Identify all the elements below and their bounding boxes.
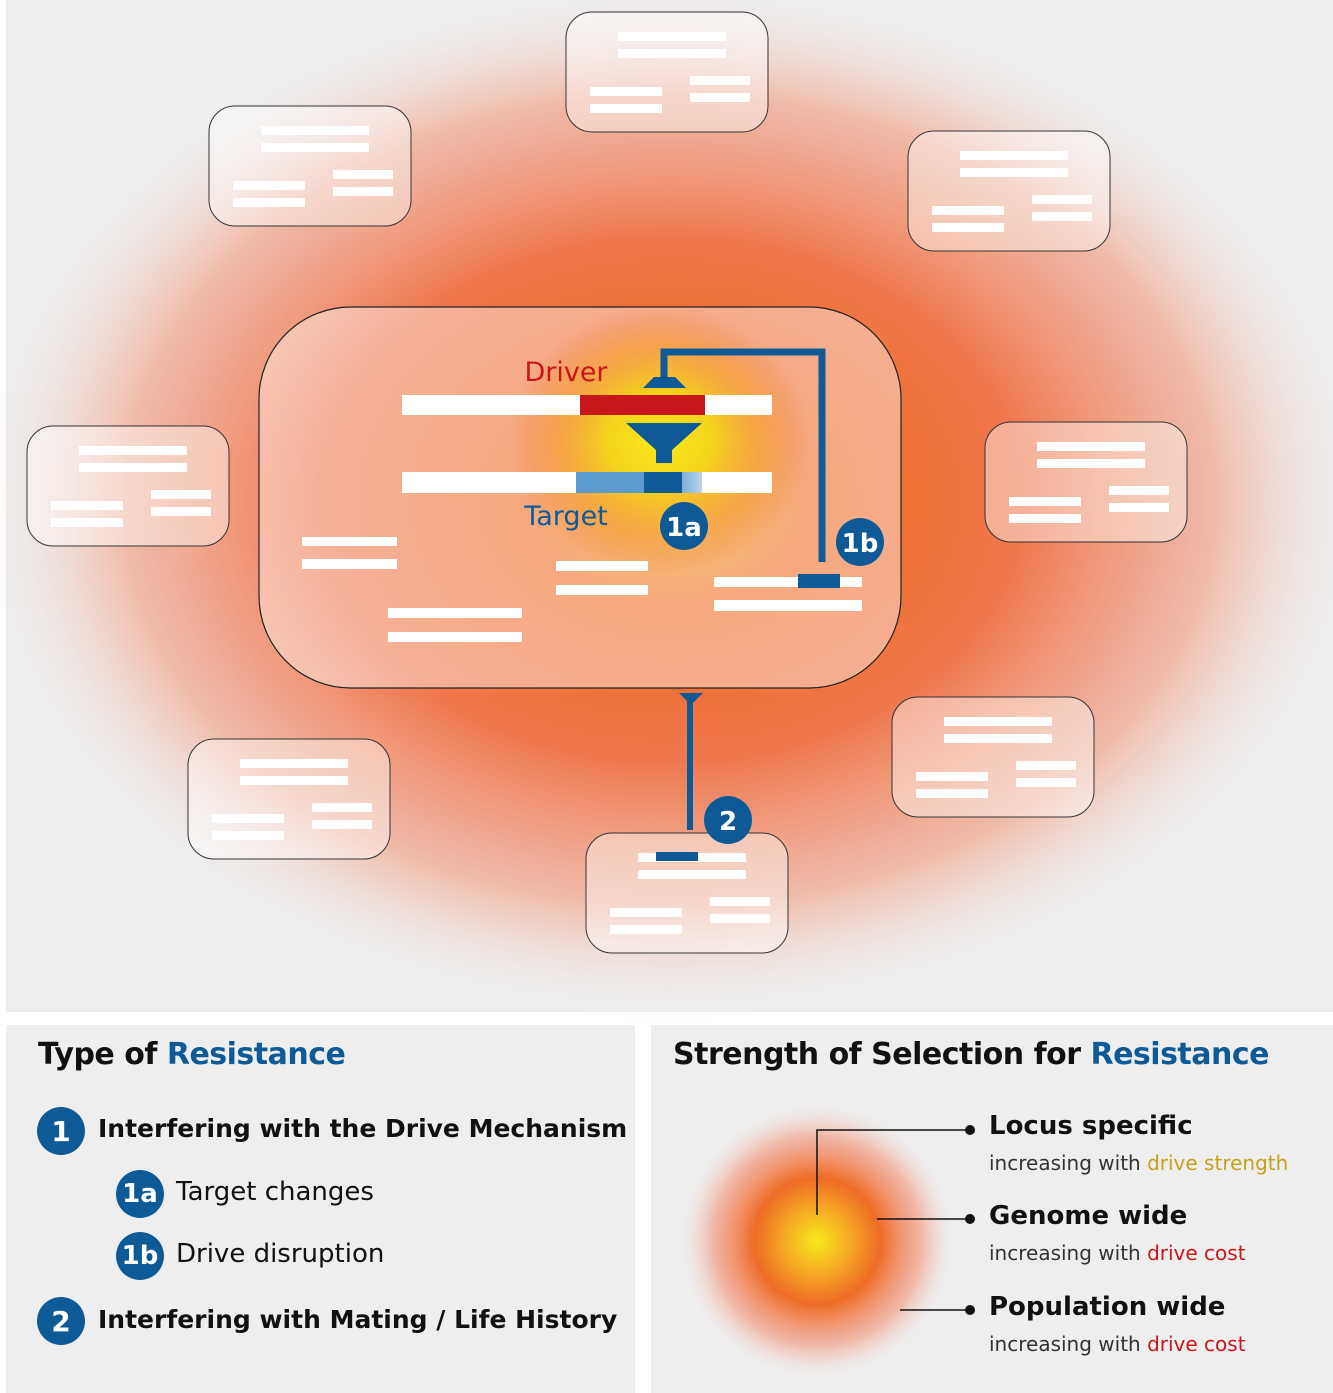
legend-badge-1b: 1b — [116, 1232, 164, 1280]
disrupted-gene — [798, 574, 840, 588]
drive-disruption-line — [660, 348, 826, 562]
cell-box — [208, 105, 412, 227]
legend-badge-1: 1 — [37, 1107, 85, 1155]
cell-box — [984, 421, 1188, 543]
target-site-core — [644, 472, 682, 493]
driver-top-cap — [643, 377, 686, 388]
driver-element — [580, 395, 705, 415]
sub-prefix: increasing with — [989, 1332, 1148, 1356]
homing-funnel — [626, 423, 702, 463]
title-prefix: Type of — [38, 1037, 167, 1072]
badge-1b-label: 1b — [842, 529, 879, 559]
genome-wide-label: Genome wide — [989, 1201, 1188, 1231]
title-highlight: Resistance — [166, 1037, 346, 1072]
locus-specific-label: Locus specific — [989, 1111, 1193, 1141]
cell-box — [26, 425, 230, 547]
cell-box — [891, 696, 1095, 818]
type-of-resistance-panel: Type of Resistance 1 Interfering with th… — [6, 1025, 635, 1393]
type-of-resistance-title: Type of Resistance — [38, 1037, 346, 1072]
legend-item-drive-disruption: Drive disruption — [176, 1239, 385, 1269]
legend-badge-1a: 1a — [116, 1170, 164, 1218]
sub-highlight: drive strength — [1147, 1151, 1289, 1175]
legend-item-target-changes: Target changes — [176, 1177, 374, 1207]
badge-1a — [660, 502, 708, 550]
legend-item-drive-mechanism: Interfering with the Drive Mechanism — [98, 1114, 628, 1143]
strength-of-selection-title: Strength of Selection for Resistance — [673, 1037, 1269, 1072]
driver-label: Driver — [524, 357, 608, 388]
legend-badge-2: 2 — [37, 1297, 85, 1345]
sub-highlight: drive cost — [1147, 1332, 1246, 1356]
population-wide-sub: increasing with drive cost — [989, 1332, 1246, 1356]
cell-box — [565, 11, 769, 133]
cell-box — [187, 738, 391, 860]
population-wide-label: Population wide — [989, 1292, 1226, 1322]
locus-specific-sub: increasing with drive strength — [989, 1151, 1288, 1175]
sub-prefix: increasing with — [989, 1241, 1148, 1265]
legend-item-mating-life-history: Interfering with Mating / Life History — [98, 1305, 618, 1334]
selection-glow-graphic — [677, 1101, 975, 1381]
population-cells — [26, 11, 1188, 954]
cell-box-mating — [585, 832, 789, 954]
strength-of-selection-panel: Strength of Selection for Resistance Loc… — [651, 1025, 1333, 1393]
badge-1b — [836, 518, 884, 566]
target-label: Target — [523, 501, 608, 532]
target-site — [576, 472, 702, 493]
title-highlight: Resistance — [1090, 1037, 1269, 1072]
badge-1a-label: 1a — [666, 513, 702, 543]
badge-2-label: 2 — [719, 807, 737, 837]
title-prefix: Strength of Selection for — [673, 1037, 1091, 1072]
badge-2 — [704, 796, 752, 844]
genome-wide-sub: increasing with drive cost — [989, 1241, 1246, 1265]
sub-highlight: drive cost — [1147, 1241, 1246, 1265]
mating-cap — [679, 693, 703, 702]
sub-prefix: increasing with — [989, 1151, 1148, 1175]
cell-box — [907, 130, 1111, 252]
